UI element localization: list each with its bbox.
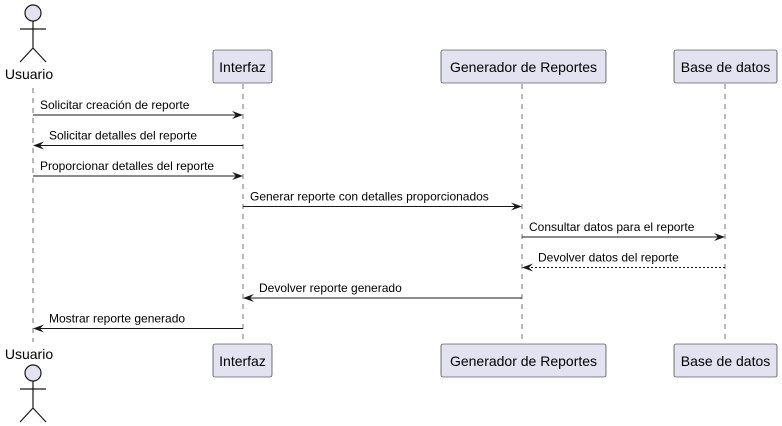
actor-body-icon: [19, 381, 47, 423]
arrowhead-icon: [511, 202, 522, 211]
participant-label: Interfaz: [219, 353, 266, 369]
message-label: Devolver reporte generado: [259, 281, 402, 295]
message-4: Generar reporte con detalles proporciona…: [243, 190, 522, 211]
arrowhead-icon: [232, 172, 243, 180]
arrowhead-icon: [522, 263, 533, 272]
participant-label: Interfaz: [219, 59, 266, 75]
actor-usuario-bottom: Usuario: [5, 346, 53, 423]
message-1: Solicitar creación de reporte: [33, 98, 243, 119]
participant-interfaz-top: Interfaz: [212, 49, 273, 84]
actor-usuario-top: Usuario: [5, 4, 53, 82]
arrowhead-icon: [243, 294, 254, 302]
message-8: Mostrar reporte generado: [33, 312, 243, 333]
message-label: Devolver datos del reporte: [538, 251, 679, 265]
participant-generador-bottom: Generador de Reportes: [440, 343, 607, 378]
actor-head-icon: [24, 4, 42, 22]
participant-base-bottom: Base de datos: [673, 343, 778, 378]
message-3: Proporcionar detalles del reporte: [33, 159, 243, 180]
participant-generador-top: Generador de Reportes: [440, 49, 607, 84]
participant-base-top: Base de datos: [673, 49, 778, 84]
message-label: Solicitar detalles del reporte: [49, 129, 197, 143]
message-label: Mostrar reporte generado: [49, 312, 185, 326]
message-label: Solicitar creación de reporte: [40, 98, 190, 112]
participant-label: Base de datos: [681, 59, 771, 75]
message-7: Devolver reporte generado: [243, 281, 522, 302]
arrowhead-icon: [33, 141, 44, 150]
participant-box: [673, 49, 778, 84]
participant-label: Generador de Reportes: [450, 59, 597, 75]
participant-box: [212, 343, 273, 378]
arrowhead-icon: [232, 111, 243, 119]
participant-label: Generador de Reportes: [450, 353, 597, 369]
participant-box: [440, 49, 607, 84]
message-6: Devolver datos del reporte: [522, 251, 725, 272]
actor-label: Usuario: [5, 66, 53, 82]
message-label: Generar reporte con detalles proporciona…: [250, 190, 489, 204]
participant-box: [212, 49, 273, 84]
participant-box: [673, 343, 778, 378]
participant-label: Base de datos: [681, 353, 771, 369]
arrowhead-icon: [714, 233, 725, 241]
actor-label: Usuario: [5, 346, 53, 362]
message-2: Solicitar detalles del reporte: [33, 129, 243, 150]
actor-body-icon: [19, 21, 47, 63]
arrowhead-icon: [33, 324, 44, 333]
actor-head-icon: [24, 364, 42, 382]
message-label: Proporcionar detalles del reporte: [40, 159, 214, 173]
message-5: Consultar datos para el reporte: [522, 220, 725, 241]
participant-box: [440, 343, 607, 378]
message-label: Consultar datos para el reporte: [529, 220, 695, 234]
participant-interfaz-bottom: Interfaz: [212, 343, 273, 378]
